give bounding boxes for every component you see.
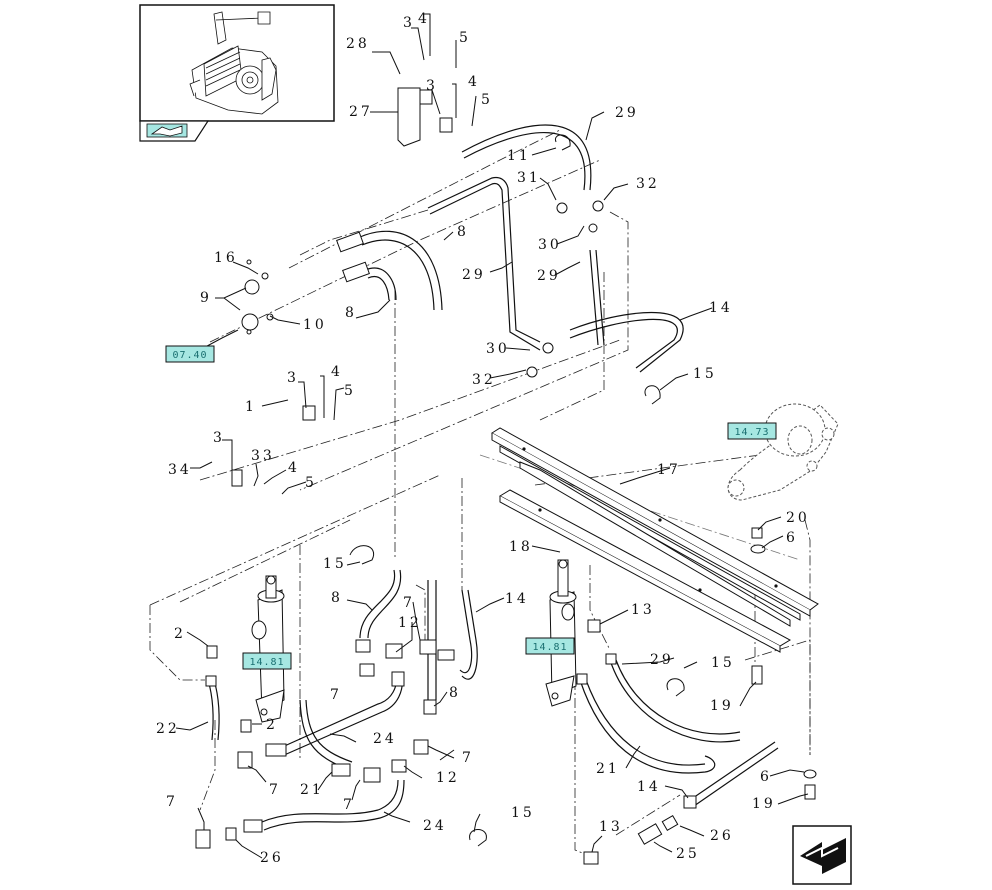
- cylinder-right: [545, 559, 577, 707]
- callout-7: 7: [269, 782, 281, 798]
- cylinder-left: [251, 575, 285, 723]
- callout-27: 27: [349, 104, 373, 120]
- callout-21: 21: [300, 782, 324, 798]
- callout-32: 32: [636, 176, 660, 192]
- callout-12: 12: [436, 770, 460, 786]
- callout-28: 28: [346, 36, 370, 52]
- callout-25: 25: [676, 846, 700, 862]
- callout-22: 22: [156, 721, 180, 737]
- leader-lines: [175, 13, 809, 859]
- ref-label: 14.73: [734, 427, 769, 438]
- callout-2: 2: [266, 717, 278, 733]
- callout-24: 24: [423, 818, 447, 834]
- callout-29: 29: [462, 267, 486, 283]
- ref-label: 14.81: [249, 657, 284, 668]
- book-icon: [150, 125, 183, 137]
- callout-18: 18: [509, 539, 533, 555]
- nav-arrow-button[interactable]: [792, 825, 852, 885]
- callout-7: 7: [343, 797, 355, 813]
- ref-tag-14-73[interactable]: 14.73: [727, 422, 777, 440]
- callout-5: 5: [344, 383, 356, 399]
- callout-30: 30: [538, 237, 562, 253]
- callout-4: 4: [331, 364, 343, 380]
- bracket-arm: [727, 403, 839, 501]
- callout-33: 33: [251, 448, 275, 464]
- callout-11: 11: [507, 148, 531, 164]
- callout-2: 2: [174, 626, 186, 642]
- callout-7: 7: [330, 687, 342, 703]
- callout-30: 30: [486, 341, 510, 357]
- callout-29: 29: [650, 652, 674, 668]
- callout-26: 26: [260, 850, 284, 866]
- callout-31: 31: [517, 170, 541, 186]
- callout-4: 4: [288, 460, 300, 476]
- callout-29: 29: [615, 105, 639, 121]
- ref-label: 14.81: [532, 642, 567, 653]
- ref-tag-07-40[interactable]: 07.40: [165, 345, 215, 363]
- callout-29: 29: [537, 268, 561, 284]
- callout-15: 15: [323, 556, 347, 572]
- callout-19: 19: [710, 698, 734, 714]
- callout-13: 13: [631, 602, 655, 618]
- callout-7: 7: [462, 750, 474, 766]
- ref-tag-14-81-left[interactable]: 14.81: [242, 652, 292, 670]
- callout-21: 21: [596, 761, 620, 777]
- callout-7: 7: [166, 794, 178, 810]
- callout-14: 14: [709, 300, 733, 316]
- callout-14: 14: [637, 779, 661, 795]
- callout-10: 10: [303, 317, 327, 333]
- thumbnail-tag[interactable]: [139, 120, 210, 142]
- callout-19: 19: [752, 796, 776, 812]
- callout-8: 8: [457, 224, 469, 240]
- callout-1: 1: [245, 399, 257, 415]
- callout-13: 13: [599, 819, 623, 835]
- centre-lines: [149, 129, 811, 861]
- callout-20: 20: [786, 510, 810, 526]
- callout-5: 5: [305, 475, 317, 491]
- callout-24: 24: [373, 731, 397, 747]
- callout-15: 15: [693, 366, 717, 382]
- callout-4: 4: [418, 11, 430, 27]
- callout-3: 3: [213, 430, 225, 446]
- callout-8: 8: [449, 685, 461, 701]
- callout-9: 9: [200, 290, 212, 306]
- callout-3: 3: [287, 370, 299, 386]
- callout-14: 14: [505, 591, 529, 607]
- hoses: [207, 124, 779, 831]
- callout-8: 8: [331, 590, 343, 606]
- callout-26: 26: [710, 828, 734, 844]
- callout-6: 6: [786, 530, 798, 546]
- callout-labels: 28 3 4 5 3 4 5 27 29 11 31 32 30 29 29 8…: [156, 11, 810, 866]
- callout-32: 32: [472, 372, 496, 388]
- ref-label: 07.40: [172, 350, 207, 361]
- callout-34: 34: [168, 462, 192, 478]
- fittings: [195, 87, 817, 865]
- callout-5: 5: [459, 30, 471, 46]
- callout-16: 16: [214, 250, 238, 266]
- plates: [491, 427, 819, 653]
- ref-tag-14-81-right[interactable]: 14.81: [525, 637, 575, 655]
- callout-4: 4: [468, 74, 480, 90]
- callout-7: 7: [403, 595, 415, 611]
- callout-15: 15: [511, 805, 535, 821]
- callout-17: 17: [657, 462, 681, 478]
- callout-5: 5: [481, 92, 493, 108]
- callout-3: 3: [426, 78, 438, 94]
- callout-15: 15: [711, 655, 735, 671]
- callout-6: 6: [760, 769, 772, 785]
- callout-12: 12: [398, 615, 422, 631]
- callout-3: 3: [403, 15, 415, 31]
- callout-8: 8: [345, 305, 357, 321]
- assembly-thumbnail[interactable]: [139, 4, 335, 122]
